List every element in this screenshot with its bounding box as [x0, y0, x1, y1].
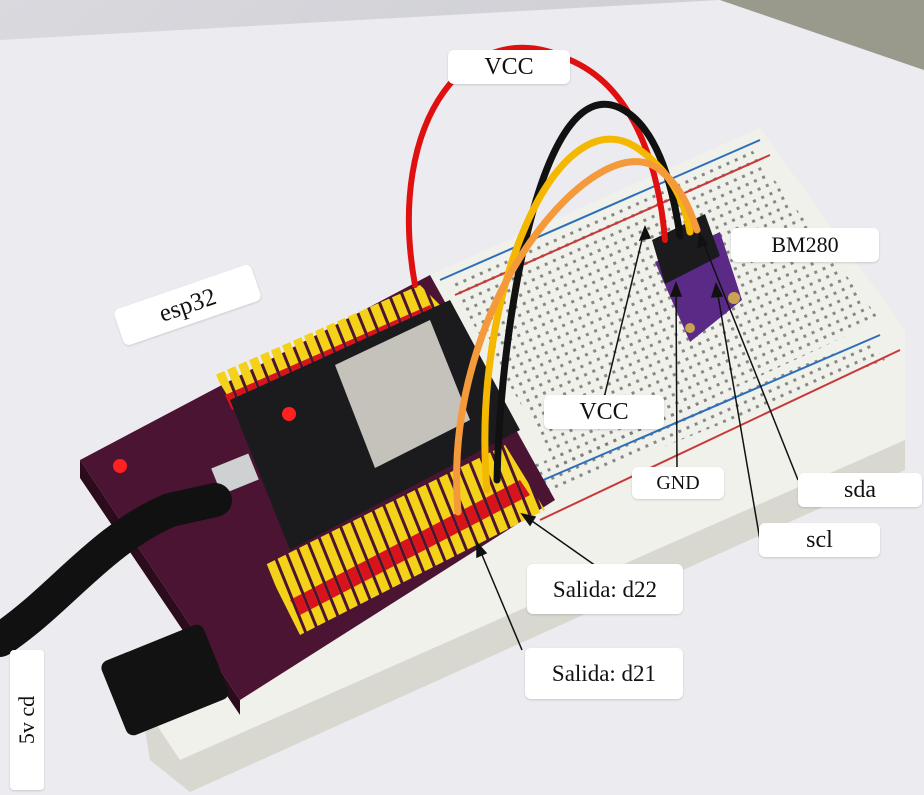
d21-output-label: Salida: d21	[525, 648, 683, 699]
led-left	[113, 459, 127, 473]
gnd-label: GND	[632, 467, 724, 499]
power-label: 5v cd	[10, 650, 44, 790]
power-cable	[0, 483, 232, 657]
rail-line-blue-lower	[519, 334, 881, 491]
led-mid	[282, 407, 296, 421]
rail-line-red-lower	[539, 349, 901, 521]
usb-port	[211, 453, 259, 495]
esp32-board	[80, 275, 555, 715]
pin-header-top	[215, 285, 440, 400]
bm280-label: BM280	[731, 228, 879, 262]
pin-header-bottom-red	[290, 480, 530, 615]
vcc-mid-label: VCC	[544, 395, 664, 429]
shadow-top-right	[720, 0, 924, 70]
wire-gnd	[493, 101, 684, 484]
bm280-module	[652, 214, 742, 342]
wire-scl	[453, 158, 701, 516]
scl-label: scl	[759, 523, 880, 557]
bm280-header	[652, 214, 720, 284]
vcc-top-label: VCC	[448, 50, 570, 84]
rail-line-blue	[439, 139, 761, 281]
esp32-shield	[335, 320, 470, 468]
annotation-arrows	[476, 225, 799, 651]
d22-output-label: Salida: d22	[527, 564, 683, 614]
power-label-text: 5v cd	[14, 695, 40, 745]
barrel-jack	[101, 624, 229, 736]
sda-label: sda	[798, 473, 922, 507]
